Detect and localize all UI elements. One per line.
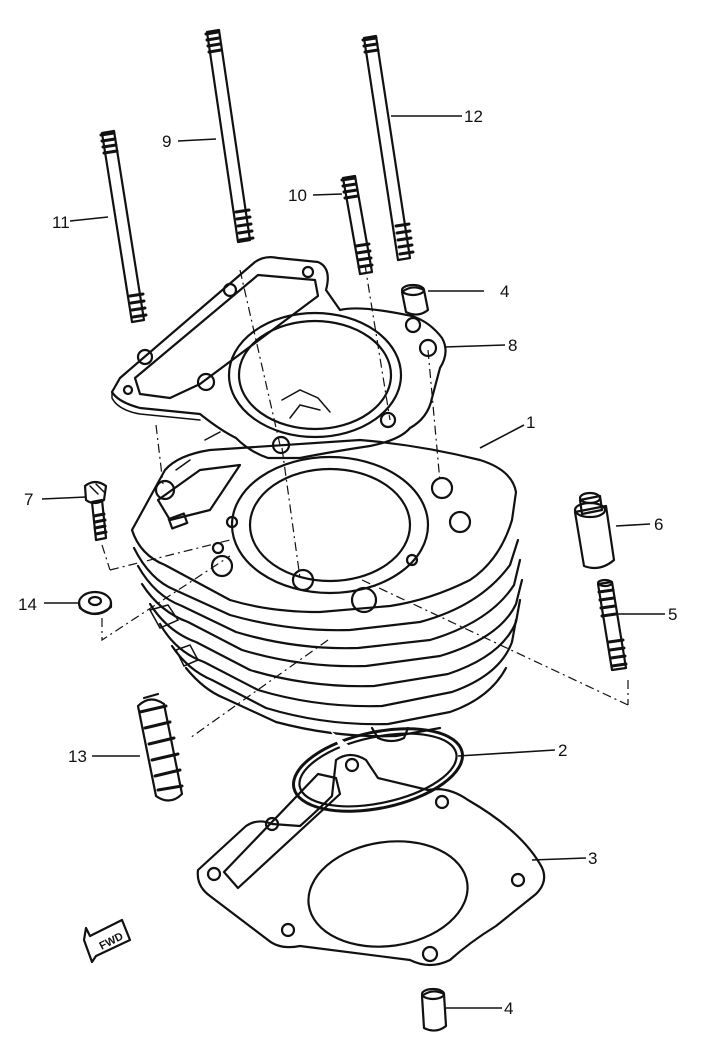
label-4-top: 4 — [500, 282, 509, 301]
label-4-bottom: 4 — [504, 999, 513, 1018]
label-5: 5 — [668, 605, 677, 624]
label-14: 14 — [18, 595, 37, 614]
label-12: 12 — [464, 107, 483, 126]
cap-bolt-7 — [83, 480, 108, 542]
cylinder-block — [130, 431, 524, 743]
leader-lines — [41, 115, 665, 1009]
label-10: 10 — [288, 186, 307, 205]
label-8: 8 — [508, 336, 517, 355]
label-7: 7 — [24, 490, 33, 509]
stud-bolt-12 — [361, 34, 415, 262]
dowel-pin-top — [400, 283, 430, 316]
washer-14 — [77, 590, 113, 616]
fwd-arrow-icon: FWD — [82, 918, 132, 964]
stud-bolt-11 — [99, 129, 148, 324]
part-labels: 9 12 11 10 4 8 1 7 6 14 5 13 2 3 4 — [18, 107, 677, 1018]
label-9: 9 — [162, 132, 171, 151]
label-3: 3 — [588, 849, 597, 868]
base-gasket-3 — [196, 753, 546, 967]
label-11: 11 — [52, 213, 70, 232]
head-gasket — [110, 256, 447, 460]
collar-13 — [136, 692, 184, 802]
spacer-6 — [573, 491, 616, 570]
label-2: 2 — [558, 741, 567, 760]
stud-bolt-10 — [340, 174, 374, 276]
stud-bolt-9 — [204, 28, 255, 244]
label-6: 6 — [654, 515, 663, 534]
o-ring-2 — [292, 727, 464, 813]
label-1: 1 — [526, 413, 535, 432]
dowel-pin-bottom — [420, 987, 448, 1032]
label-13: 13 — [68, 747, 87, 766]
alignment-lines — [101, 264, 629, 739]
stud-5 — [596, 578, 628, 672]
